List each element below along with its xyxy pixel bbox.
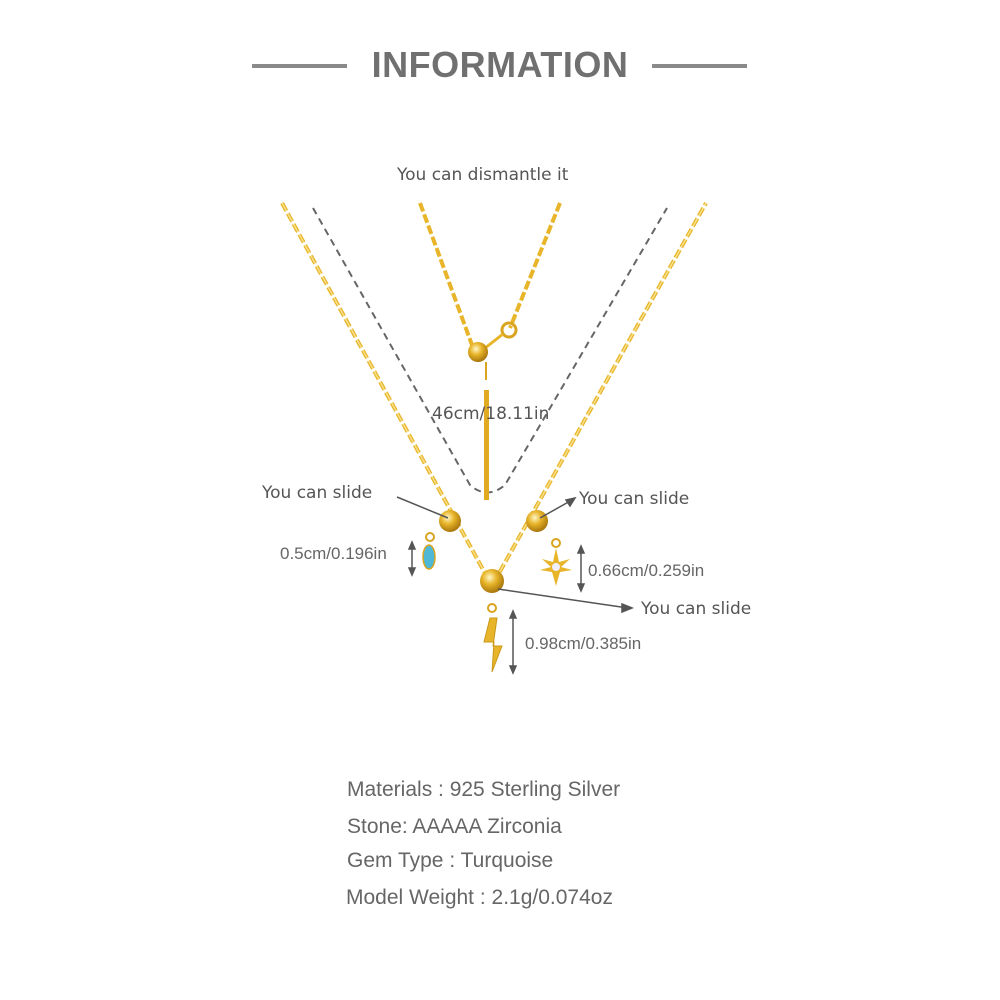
title-rule-right (652, 64, 747, 68)
main-chain (280, 202, 708, 582)
spec-weight: Model Weight : 2.1g/0.074oz (346, 886, 613, 909)
spec-stone: Stone: AAAAA Zirconia (347, 815, 562, 838)
slider-bead-left (439, 510, 461, 532)
extender-bar (484, 390, 489, 500)
star-size-label: 0.66cm/0.259in (588, 561, 705, 580)
page-title: INFORMATION (371, 44, 629, 85)
slider-bead-top (468, 342, 488, 362)
length-label: 46cm/18.11in (432, 404, 550, 424)
bolt-size-label: 0.98cm/0.385in (525, 634, 642, 653)
slider-bead-right (526, 510, 548, 532)
turquoise-size-label: 0.5cm/0.196in (280, 544, 387, 563)
dismantle-label: You can dismantle it (397, 165, 569, 185)
spec-gem-type: Gem Type : Turquoise (347, 849, 554, 872)
turquoise-charm (422, 544, 436, 570)
spec-materials: Materials : 925 Sterling Silver (347, 778, 621, 801)
slide-label-left: You can slide (262, 483, 373, 503)
lightning-bolt-charm (483, 617, 503, 673)
length-guide-dashed (312, 207, 668, 494)
title-rule-left (252, 64, 347, 68)
detachable-chain (418, 202, 562, 346)
slide-label-center: You can slide (641, 599, 752, 619)
slide-label-right: You can slide (579, 489, 690, 509)
slider-bead-center (480, 569, 504, 593)
